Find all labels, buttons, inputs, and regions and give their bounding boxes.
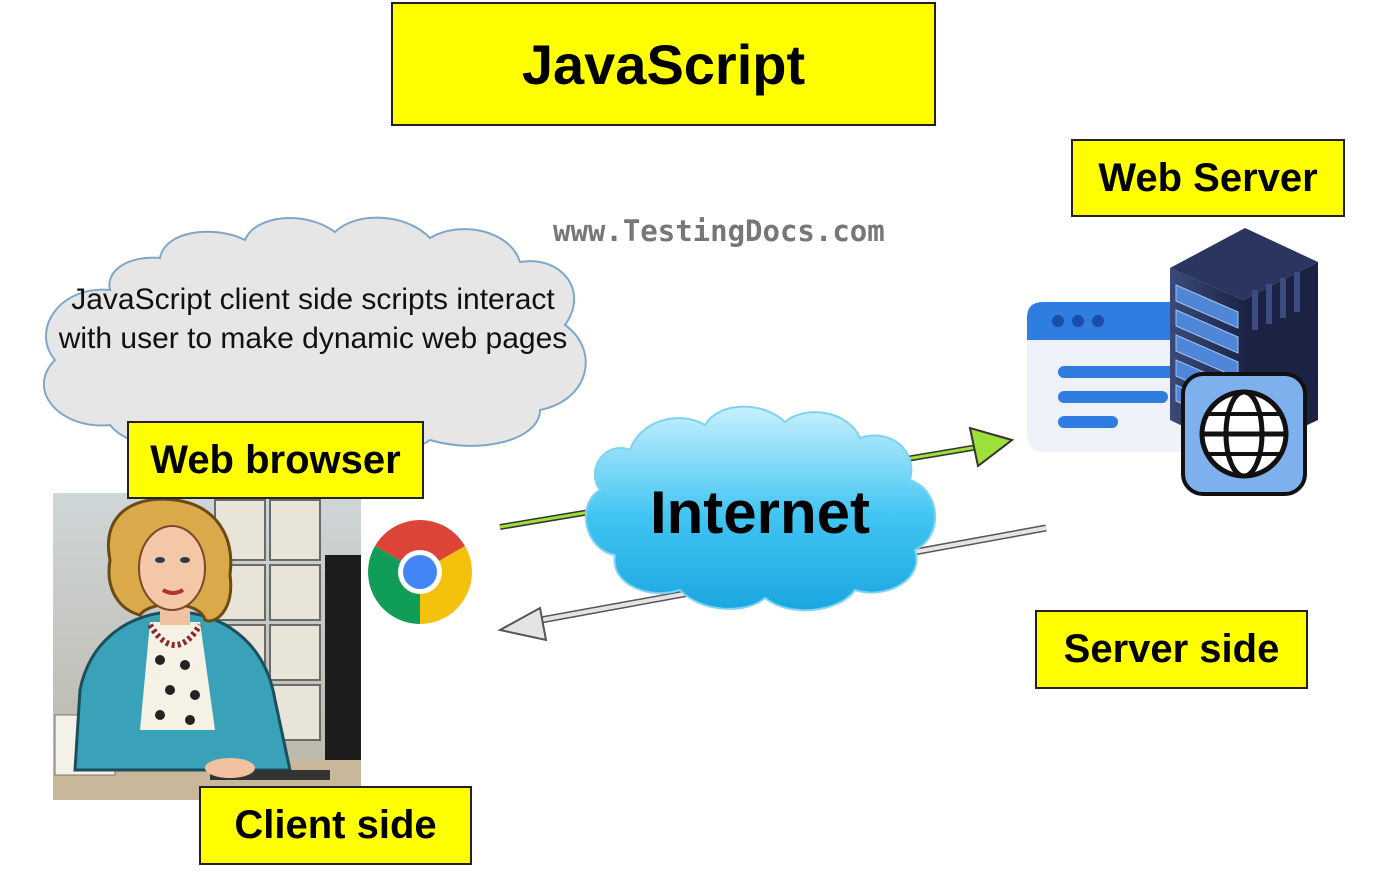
person-illustration bbox=[53, 493, 361, 800]
internet-label: Internet bbox=[649, 479, 871, 546]
web-browser-label: Web browser bbox=[127, 421, 424, 499]
web-server-label: Web Server bbox=[1071, 139, 1345, 217]
globe-icon bbox=[1181, 372, 1307, 496]
server-side-label: Server side bbox=[1035, 610, 1308, 689]
internet-cloud bbox=[584, 405, 937, 612]
diagram-title: JavaScript bbox=[391, 2, 936, 126]
client-side-label: Client side bbox=[199, 786, 472, 865]
note-cloud bbox=[43, 216, 587, 455]
cloud-note-text: JavaScript client side scripts interact … bbox=[58, 283, 568, 355]
chrome-icon bbox=[368, 520, 472, 624]
watermark-text: www.TestingDocs.com bbox=[553, 214, 885, 248]
